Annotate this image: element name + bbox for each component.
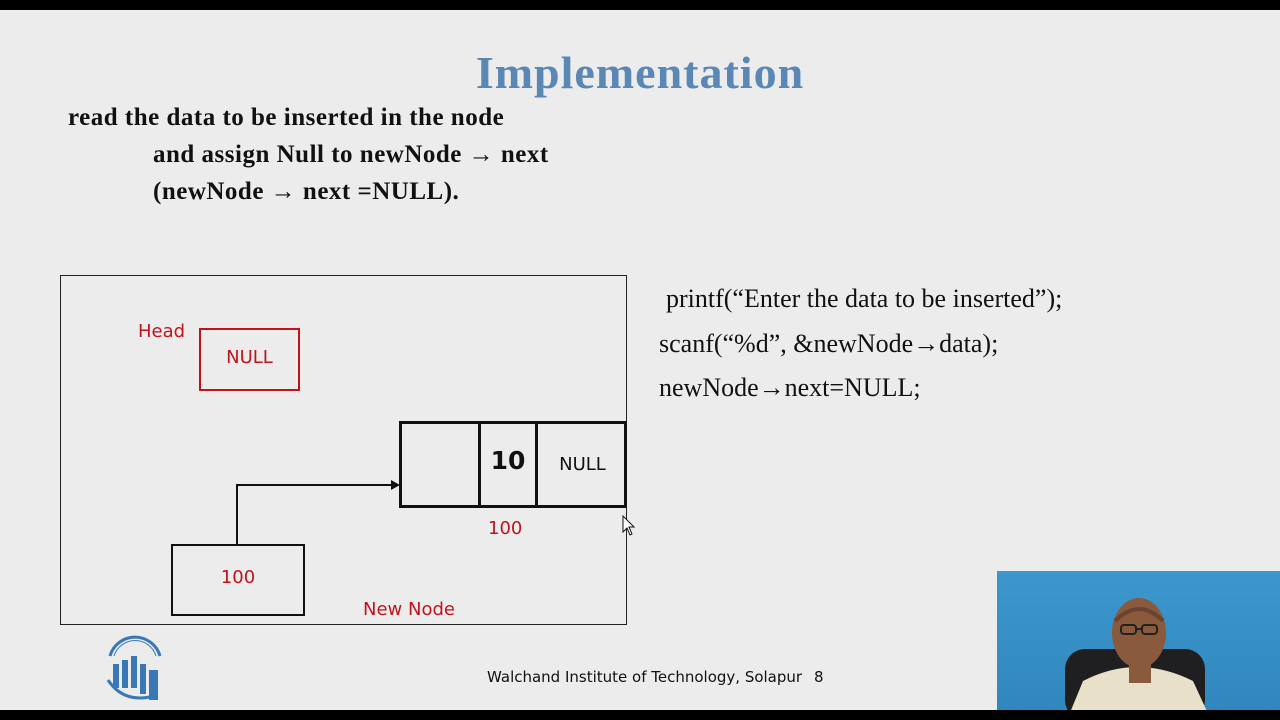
footer-institute: Walchand Institute of Technology, Solapu… bbox=[487, 668, 803, 686]
institute-logo-icon bbox=[106, 635, 162, 700]
code-line-1: printf(“Enter the data to be inserted”); bbox=[666, 284, 1063, 313]
mouse-cursor-icon bbox=[622, 515, 636, 536]
code-line-2: scanf(“%d”, &newNode→data); bbox=[659, 329, 999, 358]
slide-title: Implementation bbox=[475, 47, 805, 98]
new-node-box: 10 NULL bbox=[399, 421, 627, 508]
head-null-value: NULL bbox=[226, 347, 273, 368]
head-null-box: NULL bbox=[199, 328, 300, 391]
linked-list-diagram: Head NULL 10 NULL 100 100 New Node bbox=[60, 275, 627, 625]
page-number: 8 bbox=[814, 668, 824, 686]
bullet-line-2: and assign Null to newNode → next bbox=[153, 141, 549, 168]
bullet-line-3: (newNode → next =NULL). bbox=[153, 178, 460, 205]
pointer-value: 100 bbox=[220, 567, 256, 588]
presenter-video bbox=[997, 571, 1280, 710]
pointer-arrow bbox=[236, 480, 400, 544]
node-address-label: 100 bbox=[488, 518, 523, 539]
head-label: Head bbox=[138, 321, 186, 342]
presenter-figure bbox=[1065, 598, 1207, 710]
node-divider bbox=[535, 424, 538, 505]
arrow-right-icon bbox=[391, 480, 400, 490]
node-divider bbox=[478, 424, 481, 505]
new-node-label: New Node bbox=[363, 599, 455, 620]
bullet-line-1: read the data to be inserted in the node bbox=[68, 104, 505, 131]
slide: Implementation read the data to be inser… bbox=[0, 10, 1280, 710]
pointer-line bbox=[236, 484, 394, 544]
node-next-value: NULL bbox=[559, 454, 606, 475]
code-line-3: newNode→next=NULL; bbox=[659, 373, 921, 402]
node-data-value: 10 bbox=[490, 446, 526, 475]
new-node-pointer-box: 100 bbox=[171, 544, 305, 616]
